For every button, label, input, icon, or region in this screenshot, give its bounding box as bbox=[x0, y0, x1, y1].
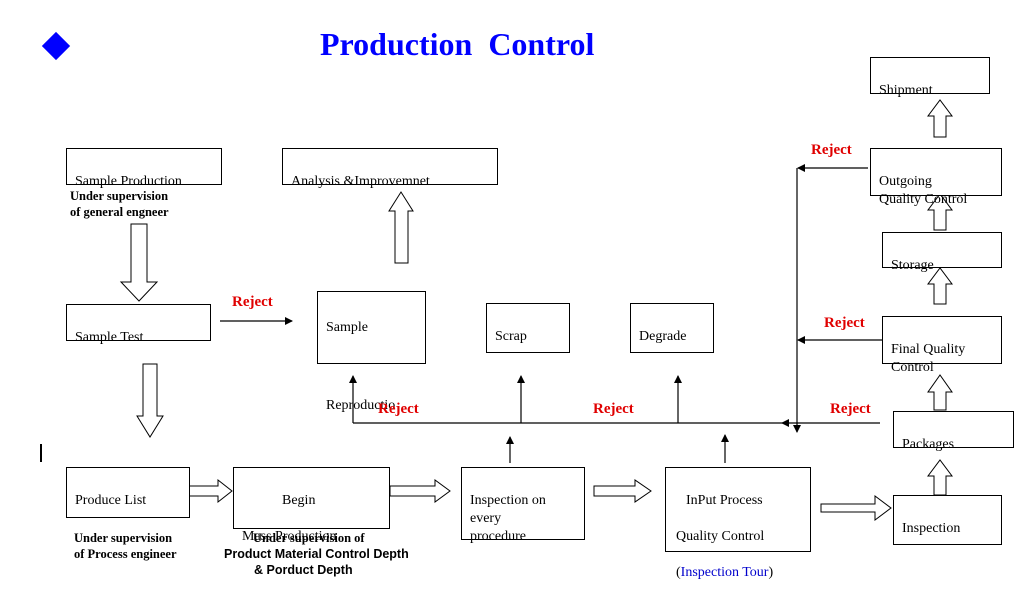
input-qc-label-2: Quality Control bbox=[676, 529, 765, 544]
final-qc-box: Final Quality Control bbox=[882, 316, 1002, 375]
inspection-every-label: Inspection on every procedure bbox=[470, 493, 546, 544]
inspection-tour-label: Inspection Tour bbox=[680, 565, 769, 580]
analysis-improvement-label: Analysis &Improvemnet bbox=[291, 174, 430, 189]
reject-label-outgoing-qc: Reject bbox=[811, 142, 852, 158]
general-engineer-note: Under supervision of general engneer bbox=[70, 189, 169, 219]
inspection-label: Inspection bbox=[902, 521, 961, 536]
sample-test-box: Sample Test bbox=[66, 304, 211, 345]
degrade-box: Degrade bbox=[630, 303, 714, 353]
process-engineer-note: Under supervision of Process engineer bbox=[74, 531, 177, 561]
sample-test-label: Sample Test bbox=[75, 330, 144, 345]
analysis-improvement-box: Analysis &Improvemnet bbox=[282, 148, 498, 189]
reject-label-left-line: Reject bbox=[378, 401, 419, 417]
material-depth-note-1: Product Material Control Depth bbox=[224, 547, 409, 561]
storage-label: Storage bbox=[891, 258, 934, 273]
inspection-box: Inspection bbox=[893, 495, 1002, 545]
begin-mass-production-box: Begin Mass Production bbox=[233, 467, 390, 544]
text-cursor bbox=[40, 444, 42, 462]
begin-mass-label-1: Begin bbox=[282, 493, 316, 508]
reject-label-sample-test: Reject bbox=[232, 294, 273, 310]
sample-reproduction-box: Sample Reproductio bbox=[317, 291, 426, 413]
input-qc-label-3: (Inspection Tour) bbox=[674, 564, 802, 582]
degrade-label: Degrade bbox=[639, 329, 687, 344]
sample-reproduction-label-1: Sample bbox=[326, 320, 368, 335]
reject-label-final-qc: Reject bbox=[824, 315, 865, 331]
storage-box: Storage bbox=[882, 232, 1002, 273]
sample-production-label: Sample Production bbox=[75, 174, 182, 189]
sample-production-box: Sample Production bbox=[66, 148, 222, 189]
input-qc-close-paren: ) bbox=[768, 565, 774, 580]
shipment-label: Shipment bbox=[879, 83, 933, 98]
produce-list-box: Produce List bbox=[66, 467, 190, 518]
produce-list-label: Produce List bbox=[75, 493, 147, 508]
material-depth-note-2: & Porduct Depth bbox=[254, 563, 353, 577]
reject-label-mid-line: Reject bbox=[593, 401, 634, 417]
inspection-every-procedure-box: Inspection on every procedure bbox=[461, 467, 585, 544]
packages-box: Packages bbox=[893, 411, 1014, 452]
input-qc-open-paren: ( bbox=[676, 565, 681, 580]
outgoing-qc-label: Outgoing Quality Control bbox=[879, 174, 968, 207]
scrap-label: Scrap bbox=[495, 329, 527, 344]
sample-reproduction-label-2: Reproductio bbox=[326, 398, 396, 413]
scrap-box: Scrap bbox=[486, 303, 570, 353]
outgoing-qc-box: Outgoing Quality Control bbox=[870, 148, 1002, 207]
input-process-qc-box: InPut Process Quality Control (Inspectio… bbox=[665, 467, 811, 580]
mass-supervision-note: Under supervision of bbox=[253, 531, 365, 545]
reject-label-packages: Reject bbox=[830, 401, 871, 417]
page-title: Production Control bbox=[320, 26, 595, 62]
final-qc-label: Final Quality Control bbox=[891, 342, 966, 375]
input-qc-label-1: InPut Process bbox=[686, 493, 763, 508]
packages-label: Packages bbox=[902, 437, 955, 452]
shipment-box: Shipment bbox=[870, 57, 990, 98]
begin-mass-label-2: Mass Production bbox=[242, 529, 337, 544]
